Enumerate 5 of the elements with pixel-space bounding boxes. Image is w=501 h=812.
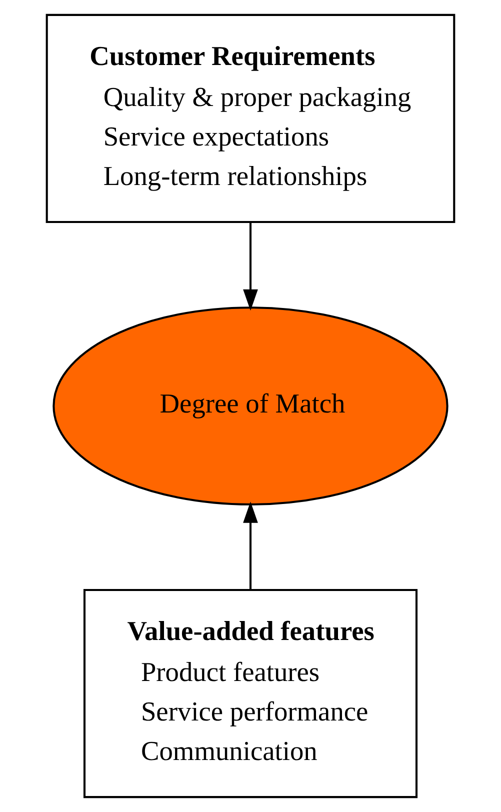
node-box: Value-added features Product features Service performance Communication <box>83 588 418 798</box>
node-box: Customer Requirements Quality & proper packaging Service expectations Long-term relationships <box>46 14 456 224</box>
node-ellipse: Degree of Match <box>52 306 448 506</box>
arrow <box>243 222 258 311</box>
arrow <box>243 502 258 590</box>
